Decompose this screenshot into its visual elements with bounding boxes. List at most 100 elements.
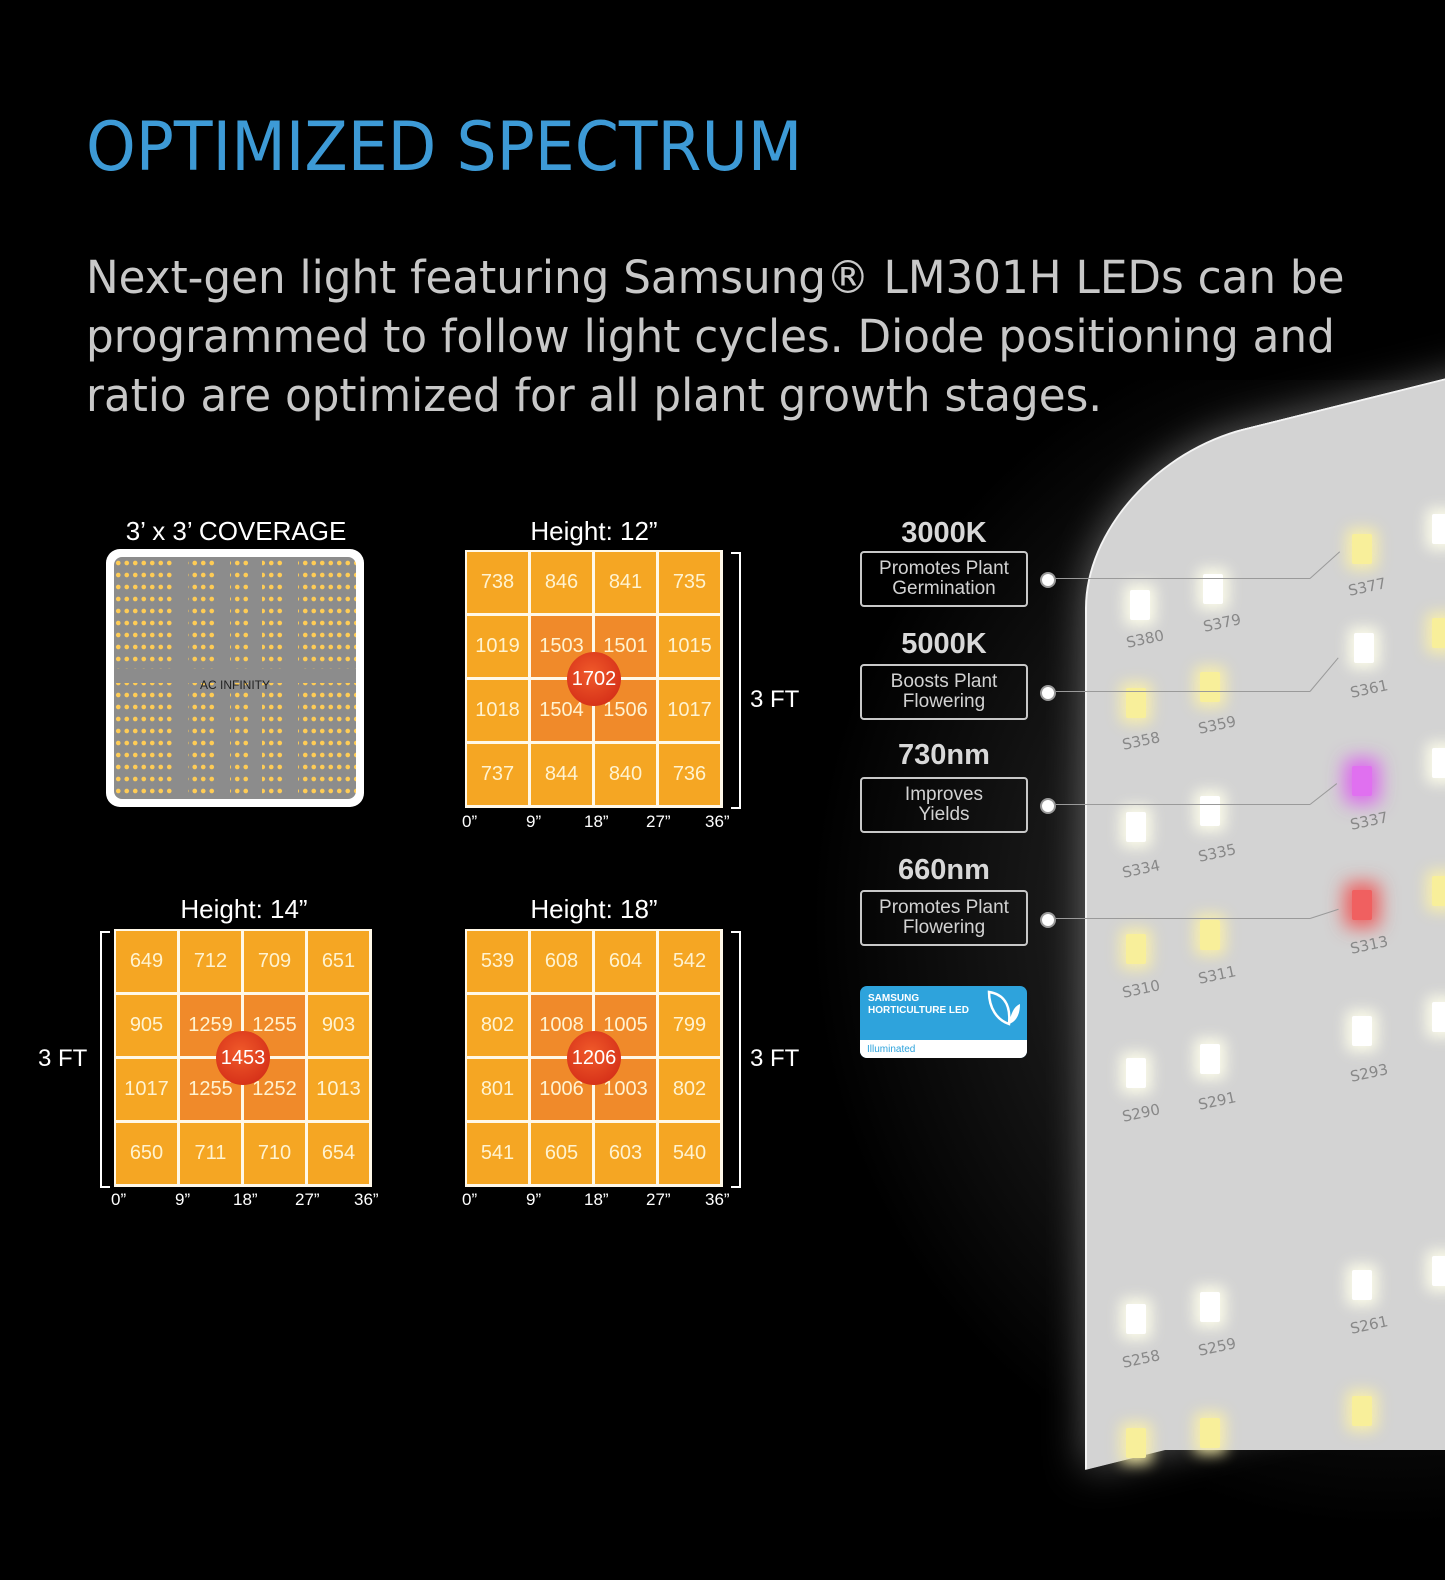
led-660nm [1352,890,1372,920]
spectrum-text: Promotes Plant [879,558,1009,579]
led-white [1432,1256,1445,1286]
cell: 712 [180,931,241,992]
led-board-body [1087,650,1445,1450]
connector-line [1056,804,1310,805]
heatmap-12-title: Height: 12” [530,516,658,546]
spectrum-text: Flowering [902,917,986,938]
connector-dot-icon [1040,572,1056,588]
x-tick: 27” [295,1190,320,1209]
led-5000k [1354,633,1374,663]
bracket [100,931,110,1188]
connector-dot-icon [1040,798,1056,814]
led-white [1432,514,1445,544]
led-yellow [1126,934,1146,964]
spectrum-text: Promotes Plant [879,897,1009,918]
led-white [1203,574,1223,604]
cell: 1015 [659,616,720,677]
side-label: 3 FT [38,1045,88,1072]
connector-line [1056,918,1310,919]
cell: 840 [595,744,656,805]
heatmap-18: 539 608 604 542 802 1008 1005 799 801 10… [465,929,723,1187]
x-tick: 27” [646,1190,671,1209]
cell: 737 [467,744,528,805]
led-white [1126,812,1146,842]
cell: 1013 [308,1059,369,1120]
cell: 802 [467,995,528,1056]
x-tick: 9” [526,812,542,831]
badge-footer: Illuminated [867,1044,916,1055]
side-label: 3 FT [750,686,800,713]
samsung-horticulture-badge: SAMSUNG HORTICULTURE LED Illuminated [860,986,1027,1058]
led-yellow [1352,1396,1372,1426]
led-white [1126,1058,1146,1088]
led-white [1200,796,1220,826]
badge-brand: SAMSUNG [868,993,920,1004]
spectrum-text: Improves [904,784,984,805]
cell: 801 [467,1059,528,1120]
led-white [1200,1044,1220,1074]
peak-value: 1453 [216,1031,270,1085]
cell: 608 [531,931,592,992]
cell: 799 [659,995,720,1056]
led-yellow [1200,920,1220,950]
cell: 603 [595,1123,656,1184]
spectrum-text: Boosts Plant [890,671,998,692]
led-yellow [1200,1418,1220,1448]
cell: 649 [116,931,177,992]
spectrum-text: Germination [892,578,996,599]
x-tick: 18” [584,812,609,831]
coverage-title: 3’ x 3’ COVERAGE [125,516,347,546]
cell: 735 [659,552,720,613]
led-730nm [1352,766,1372,796]
cell: 905 [116,995,177,1056]
bracket [731,552,741,809]
cell: 604 [595,931,656,992]
coverage-brand-label: AC INFINITY [199,678,270,692]
led-white [1432,1002,1445,1032]
led-yellow [1126,1428,1146,1458]
connector-dot-icon [1040,685,1056,701]
spectrum-660nm-title: 660nm [898,854,990,886]
heatmap-18-title: Height: 18” [530,894,658,924]
x-tick: 18” [584,1190,609,1209]
peak-value: 1702 [567,652,621,706]
led-yellow [1200,672,1220,702]
badge-line: HORTICULTURE LED [868,1005,969,1016]
spectrum-730nm-title: 730nm [898,739,990,771]
led-white [1432,748,1445,778]
side-label: 3 FT [750,1045,800,1072]
cell: 736 [659,744,720,805]
coverage-image: AC INFINITY [106,549,364,807]
x-tick: 36” [705,1190,730,1209]
x-tick: 36” [705,812,730,831]
heatmap-12: 738 846 841 735 1019 1503 1501 1015 1018… [465,550,723,808]
cell: 841 [595,552,656,613]
led-white [1130,590,1150,620]
cell: 711 [180,1123,241,1184]
connector-dot-icon [1040,912,1056,928]
cell: 1018 [467,680,528,741]
spectrum-text: Flowering [902,691,986,712]
cell: 1252 [244,1059,305,1120]
cell: 1017 [659,680,720,741]
cell: 709 [244,931,305,992]
cell: 1506 [595,680,656,741]
led-white [1352,1270,1372,1300]
bracket [731,931,741,1188]
x-tick: 18” [233,1190,258,1209]
spectrum-3000k-title: 3000K [901,517,987,549]
led-white [1200,1292,1220,1322]
spectrum-text: Yields [918,804,970,825]
page-description: Next-gen light featuring Samsung® LM301H… [86,251,1345,422]
x-tick: 0” [462,812,478,831]
heatmap-14: 649 712 709 651 905 1259 1255 903 1017 1… [114,929,372,1187]
led-yellow [1432,618,1445,648]
led-white [1352,1016,1372,1046]
led-3000k [1352,534,1372,564]
heatmap-14-title: Height: 14” [180,894,308,924]
cell: 903 [308,995,369,1056]
